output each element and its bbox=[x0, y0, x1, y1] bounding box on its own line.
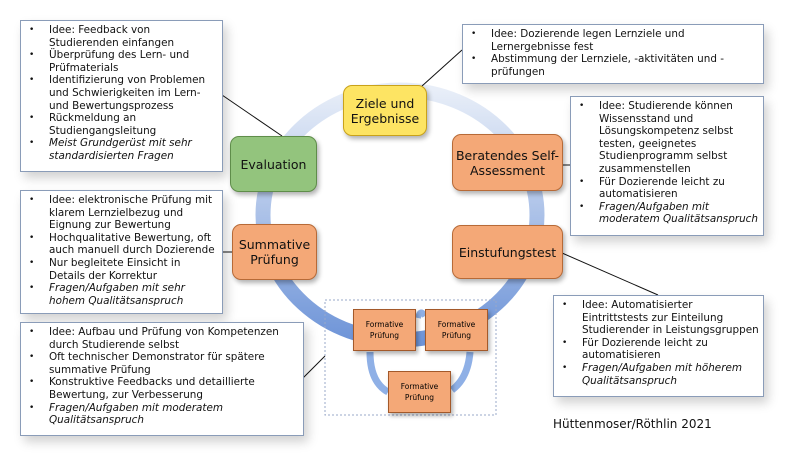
bullet-item: Hochqualitative Bewertung, oft auch manu… bbox=[29, 232, 218, 257]
bullet-item: Idee: elektronische Prüfung mit klarem L… bbox=[29, 194, 218, 232]
bullet-item: Idee: Dozierende legen Lernziele und Ler… bbox=[471, 28, 759, 53]
bullet-item: Oft technischer Demonstrator für spätere… bbox=[29, 351, 299, 376]
bullet-item: Konstruktive Feedbacks und detaillierte … bbox=[29, 376, 299, 401]
bullet-item: Abstimmung der Lernziele, -aktivitäten u… bbox=[471, 53, 759, 78]
ziele-description: Idee: Dozierende legen Lernziele und Ler… bbox=[462, 24, 764, 84]
formative-group-frame bbox=[324, 299, 497, 416]
bullet-item: Meist Grundgerüst mit sehr standardisier… bbox=[29, 137, 218, 162]
node-label: Ziele und Ergebnisse bbox=[350, 95, 420, 126]
node-label: Einstufungstest bbox=[458, 244, 557, 260]
bullet-item: Fragen/Aufgaben mit höherem Qualitätsans… bbox=[562, 362, 759, 387]
node-formative-3: Formative Prüfung bbox=[388, 371, 451, 413]
node-label: Summative Prüfung bbox=[238, 237, 311, 267]
evaluation-description: Idee: Feedback von Studierenden einfange… bbox=[20, 20, 223, 172]
formative-description: Idee: Aufbau und Prüfung von Kompetenzen… bbox=[20, 322, 304, 436]
self-assessment-description: Idee: Studierende können Wissensstand un… bbox=[570, 96, 764, 236]
formative-arrow bbox=[366, 351, 390, 396]
node-label: Beratendes Self-Assessment bbox=[455, 147, 559, 178]
formative-arrow bbox=[415, 309, 428, 319]
node-label: Formative Prüfung bbox=[400, 382, 439, 402]
bullet-item: Fragen/Aufgaben mit moderatem Qualitätsa… bbox=[579, 201, 759, 226]
node-label: Formative Prüfung bbox=[437, 320, 476, 340]
node-formative-2: Formative Prüfung bbox=[425, 309, 488, 351]
node-label: Evaluation bbox=[240, 156, 307, 172]
bullet-item: Für Dozierende leicht zu automatisieren bbox=[562, 337, 759, 362]
node-formative-1: Formative Prüfung bbox=[353, 309, 416, 351]
bullet-item: Fragen/Aufgaben mit sehr hohem Qualitäts… bbox=[29, 282, 218, 307]
credit: Hüttenmoser/Röthlin 2021 bbox=[553, 417, 712, 431]
bullet-item: Für Dozierende leicht zu automatisieren bbox=[579, 176, 759, 201]
bullet-item: Fragen/Aufgaben mit moderatem Qualitätsa… bbox=[29, 402, 299, 427]
node-einstufungstest: Einstufungstest bbox=[452, 225, 563, 279]
bullet-item: Identifizierung von Problemen und Schwie… bbox=[29, 74, 218, 112]
formative-arrow bbox=[449, 351, 474, 393]
bullet-item: Nur begleitete Einsicht in Details der K… bbox=[29, 257, 218, 282]
bullet-item: Idee: Automatisierter Eintrittstests zur… bbox=[562, 299, 759, 337]
leader-lines bbox=[221, 49, 659, 379]
bullet-item: Idee: Feedback von Studierenden einfange… bbox=[29, 24, 218, 49]
node-self-assessment: Beratendes Self-Assessment bbox=[452, 134, 563, 191]
node-summative: Summative Prüfung bbox=[232, 224, 317, 280]
bullet-item: Idee: Aufbau und Prüfung von Kompetenzen… bbox=[29, 326, 299, 351]
bullet-item: Überprüfung des Lern- und Prüfmaterials bbox=[29, 49, 218, 74]
bullet-item: Rückmeldung an Studiengangsleitung bbox=[29, 112, 218, 137]
node-evaluation: Evaluation bbox=[230, 136, 317, 192]
bullet-item: Idee: Studierende können Wissensstand un… bbox=[579, 100, 759, 176]
node-label: Formative Prüfung bbox=[365, 320, 404, 340]
node-ziele: Ziele und Ergebnisse bbox=[343, 85, 427, 136]
summative-description: Idee: elektronische Prüfung mit klarem L… bbox=[20, 190, 223, 314]
einstufung-description: Idee: Automatisierter Eintrittstests zur… bbox=[553, 295, 764, 397]
